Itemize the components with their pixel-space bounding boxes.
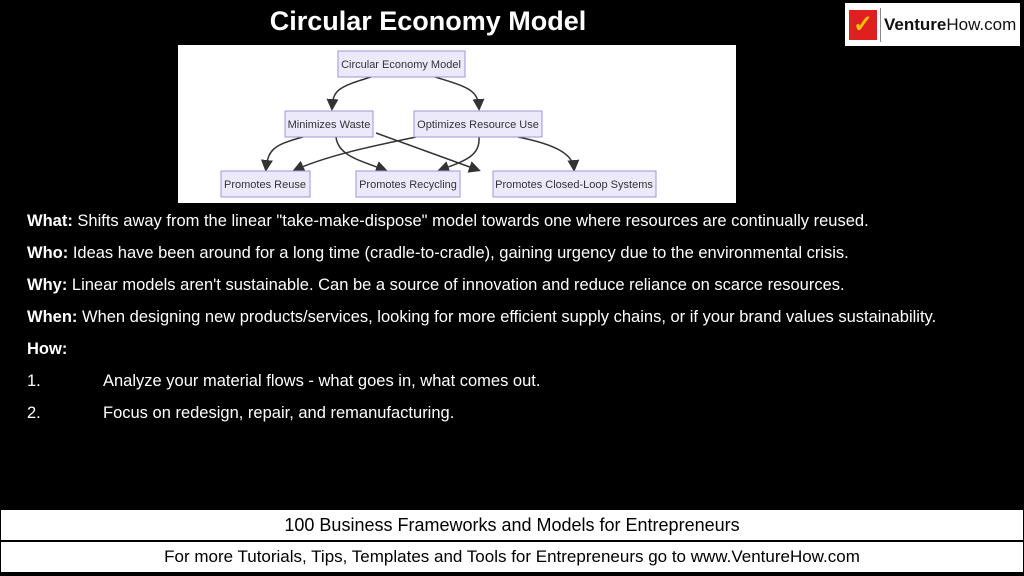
flow-diagram: Circular Economy Model Minimizes Waste O… xyxy=(178,45,736,203)
what-text: Shifts away from the linear "take-make-d… xyxy=(72,212,869,230)
who-section: Who: Ideas have been around for a long t… xyxy=(27,242,1002,265)
why-section: Why: Linear models aren't sustainable. C… xyxy=(27,274,1002,297)
venturehow-logo: ✓ VentureHow.com xyxy=(845,3,1020,46)
slide-body: What: Shifts away from the linear "take-… xyxy=(27,210,1002,434)
what-section: What: Shifts away from the linear "take-… xyxy=(27,210,1002,233)
who-label: Who: xyxy=(27,244,69,262)
series-banner: 100 Business Frameworks and Models for E… xyxy=(0,509,1024,541)
node-reuse: Promotes Reuse xyxy=(224,179,306,191)
node-closed-loop: Promotes Closed-Loop Systems xyxy=(495,179,653,191)
step-number: 1. xyxy=(27,372,41,390)
logo-text: How.com xyxy=(946,14,1017,34)
step-item: 2. Focus on redesign, repair, and remanuf… xyxy=(27,402,1002,425)
step-text: Focus on redesign, repair, and remanufac… xyxy=(103,404,455,422)
how-label: How: xyxy=(27,340,68,358)
node-optimizes-resource: Optimizes Resource Use xyxy=(417,119,539,131)
node-minimizes-waste: Minimizes Waste xyxy=(288,119,371,131)
node-circular-economy: Circular Economy Model xyxy=(341,59,461,71)
when-section: When: When designing new products/servic… xyxy=(27,306,1002,329)
checkmark-logo-icon: ✓ xyxy=(849,9,877,40)
when-label: When: xyxy=(27,308,78,326)
step-item: 1. Analyze your material flows - what goe… xyxy=(27,370,1002,393)
why-text: Linear models aren't sustainable. Can be… xyxy=(67,276,845,294)
node-recycling: Promotes Recycling xyxy=(359,179,457,191)
step-number: 2. xyxy=(27,404,41,422)
step-text: Analyze your material flows - what goes … xyxy=(103,372,541,390)
cta-banner: For more Tutorials, Tips, Templates and … xyxy=(0,541,1024,573)
logo-text-bold: Venture xyxy=(884,14,947,34)
who-text: Ideas have been around for a long time (… xyxy=(68,244,849,262)
slide-title: Circular Economy Model xyxy=(269,6,587,36)
what-label: What: xyxy=(27,212,73,230)
when-text: When designing new products/services, lo… xyxy=(77,308,937,326)
why-label: Why: xyxy=(27,276,68,294)
